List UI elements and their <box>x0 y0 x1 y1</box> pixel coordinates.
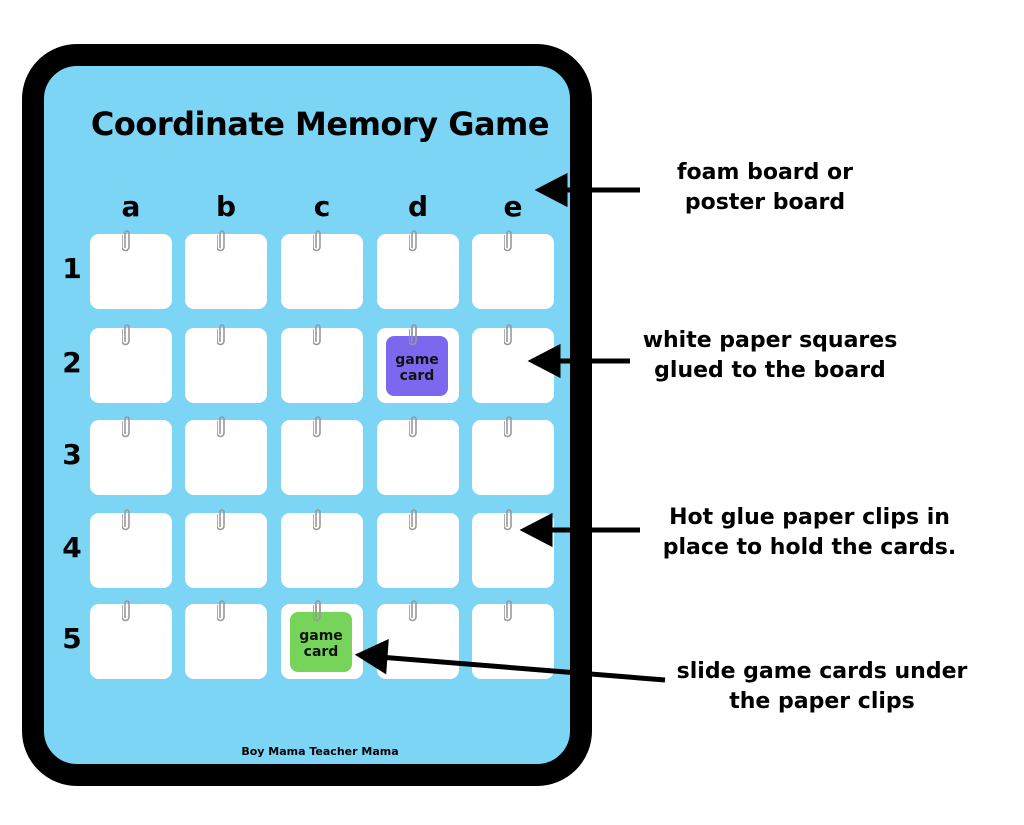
paper-clip-icon <box>503 228 514 252</box>
paper-square-b4[interactable] <box>185 509 267 588</box>
annotation-board: foam board or poster board <box>630 158 900 218</box>
row-label-4: 4 <box>62 531 82 564</box>
paper-square-c2[interactable] <box>281 324 363 403</box>
row-label-1: 1 <box>62 252 82 285</box>
paper-clip-icon <box>216 322 227 346</box>
row-label-2: 2 <box>62 346 82 379</box>
paper-clip-icon <box>503 414 514 438</box>
paper-square-b5[interactable] <box>185 600 267 679</box>
paper-clip-icon <box>408 322 419 346</box>
paper-square-c3[interactable] <box>281 416 363 495</box>
column-label-c: c <box>313 190 331 223</box>
row-label-3: 3 <box>62 438 82 471</box>
column-label-d: d <box>407 190 429 223</box>
paper-square-e3[interactable] <box>472 416 554 495</box>
paper-square-a2[interactable] <box>90 324 172 403</box>
paper-clip-icon <box>503 322 514 346</box>
paper-clip-icon <box>408 414 419 438</box>
paper-square-a3[interactable] <box>90 416 172 495</box>
row-label-5: 5 <box>62 622 82 655</box>
paper-square-d3[interactable] <box>377 416 459 495</box>
paper-square-c4[interactable] <box>281 509 363 588</box>
paper-square-a4[interactable] <box>90 509 172 588</box>
column-label-a: a <box>121 190 141 223</box>
column-label-b: b <box>215 190 237 223</box>
paper-clip-icon <box>408 507 419 531</box>
game-card-d2[interactable]: game card <box>386 336 448 396</box>
paper-clip-icon <box>503 598 514 622</box>
paper-square-d5[interactable] <box>377 600 459 679</box>
annotation-squares-text: white paper squares glued to the board <box>642 328 898 383</box>
paper-clip-icon <box>312 507 323 531</box>
paper-square-a5[interactable] <box>90 600 172 679</box>
annotation-cards: slide game cards under the paper clips <box>662 657 982 717</box>
paper-clip-icon <box>216 598 227 622</box>
arrowhead-clips <box>519 512 553 548</box>
paper-clip-icon <box>312 228 323 252</box>
paper-clip-icon <box>121 322 132 346</box>
paper-clip-icon <box>503 507 514 531</box>
paper-square-b3[interactable] <box>185 416 267 495</box>
paper-square-b1[interactable] <box>185 230 267 309</box>
arrow-line-cards <box>379 654 666 683</box>
credit-text: Boy Mama Teacher Mama <box>241 745 399 758</box>
paper-clip-icon <box>121 414 132 438</box>
paper-square-e1[interactable] <box>472 230 554 309</box>
paper-clip-icon <box>216 414 227 438</box>
arrowhead-board <box>534 172 568 208</box>
annotation-cards-text: slide game cards under the paper clips <box>676 659 968 714</box>
paper-clip-icon <box>408 228 419 252</box>
paper-square-c1[interactable] <box>281 230 363 309</box>
paper-clip-icon <box>312 414 323 438</box>
paper-clip-icon <box>216 507 227 531</box>
arrowhead-squares <box>527 343 561 379</box>
board-title: Coordinate Memory Game <box>90 105 550 143</box>
paper-clip-icon <box>408 598 419 622</box>
paper-clip-icon <box>312 598 323 622</box>
paper-square-a1[interactable] <box>90 230 172 309</box>
paper-clip-icon <box>121 598 132 622</box>
paper-square-d4[interactable] <box>377 509 459 588</box>
annotation-clips: Hot glue paper clips in place to hold th… <box>642 503 977 563</box>
annotation-clips-text: Hot glue paper clips in place to hold th… <box>662 505 957 560</box>
annotation-board-text: foam board or poster board <box>676 160 854 215</box>
game-card-c5[interactable]: game card <box>290 612 352 672</box>
column-label-e: e <box>503 190 523 223</box>
paper-clip-icon <box>216 228 227 252</box>
paper-clip-icon <box>312 322 323 346</box>
paper-square-d1[interactable] <box>377 230 459 309</box>
arrowhead-cards <box>354 638 389 675</box>
paper-clip-icon <box>121 228 132 252</box>
paper-square-b2[interactable] <box>185 324 267 403</box>
paper-clip-icon <box>121 507 132 531</box>
annotation-squares: white paper squares glued to the board <box>620 326 920 386</box>
